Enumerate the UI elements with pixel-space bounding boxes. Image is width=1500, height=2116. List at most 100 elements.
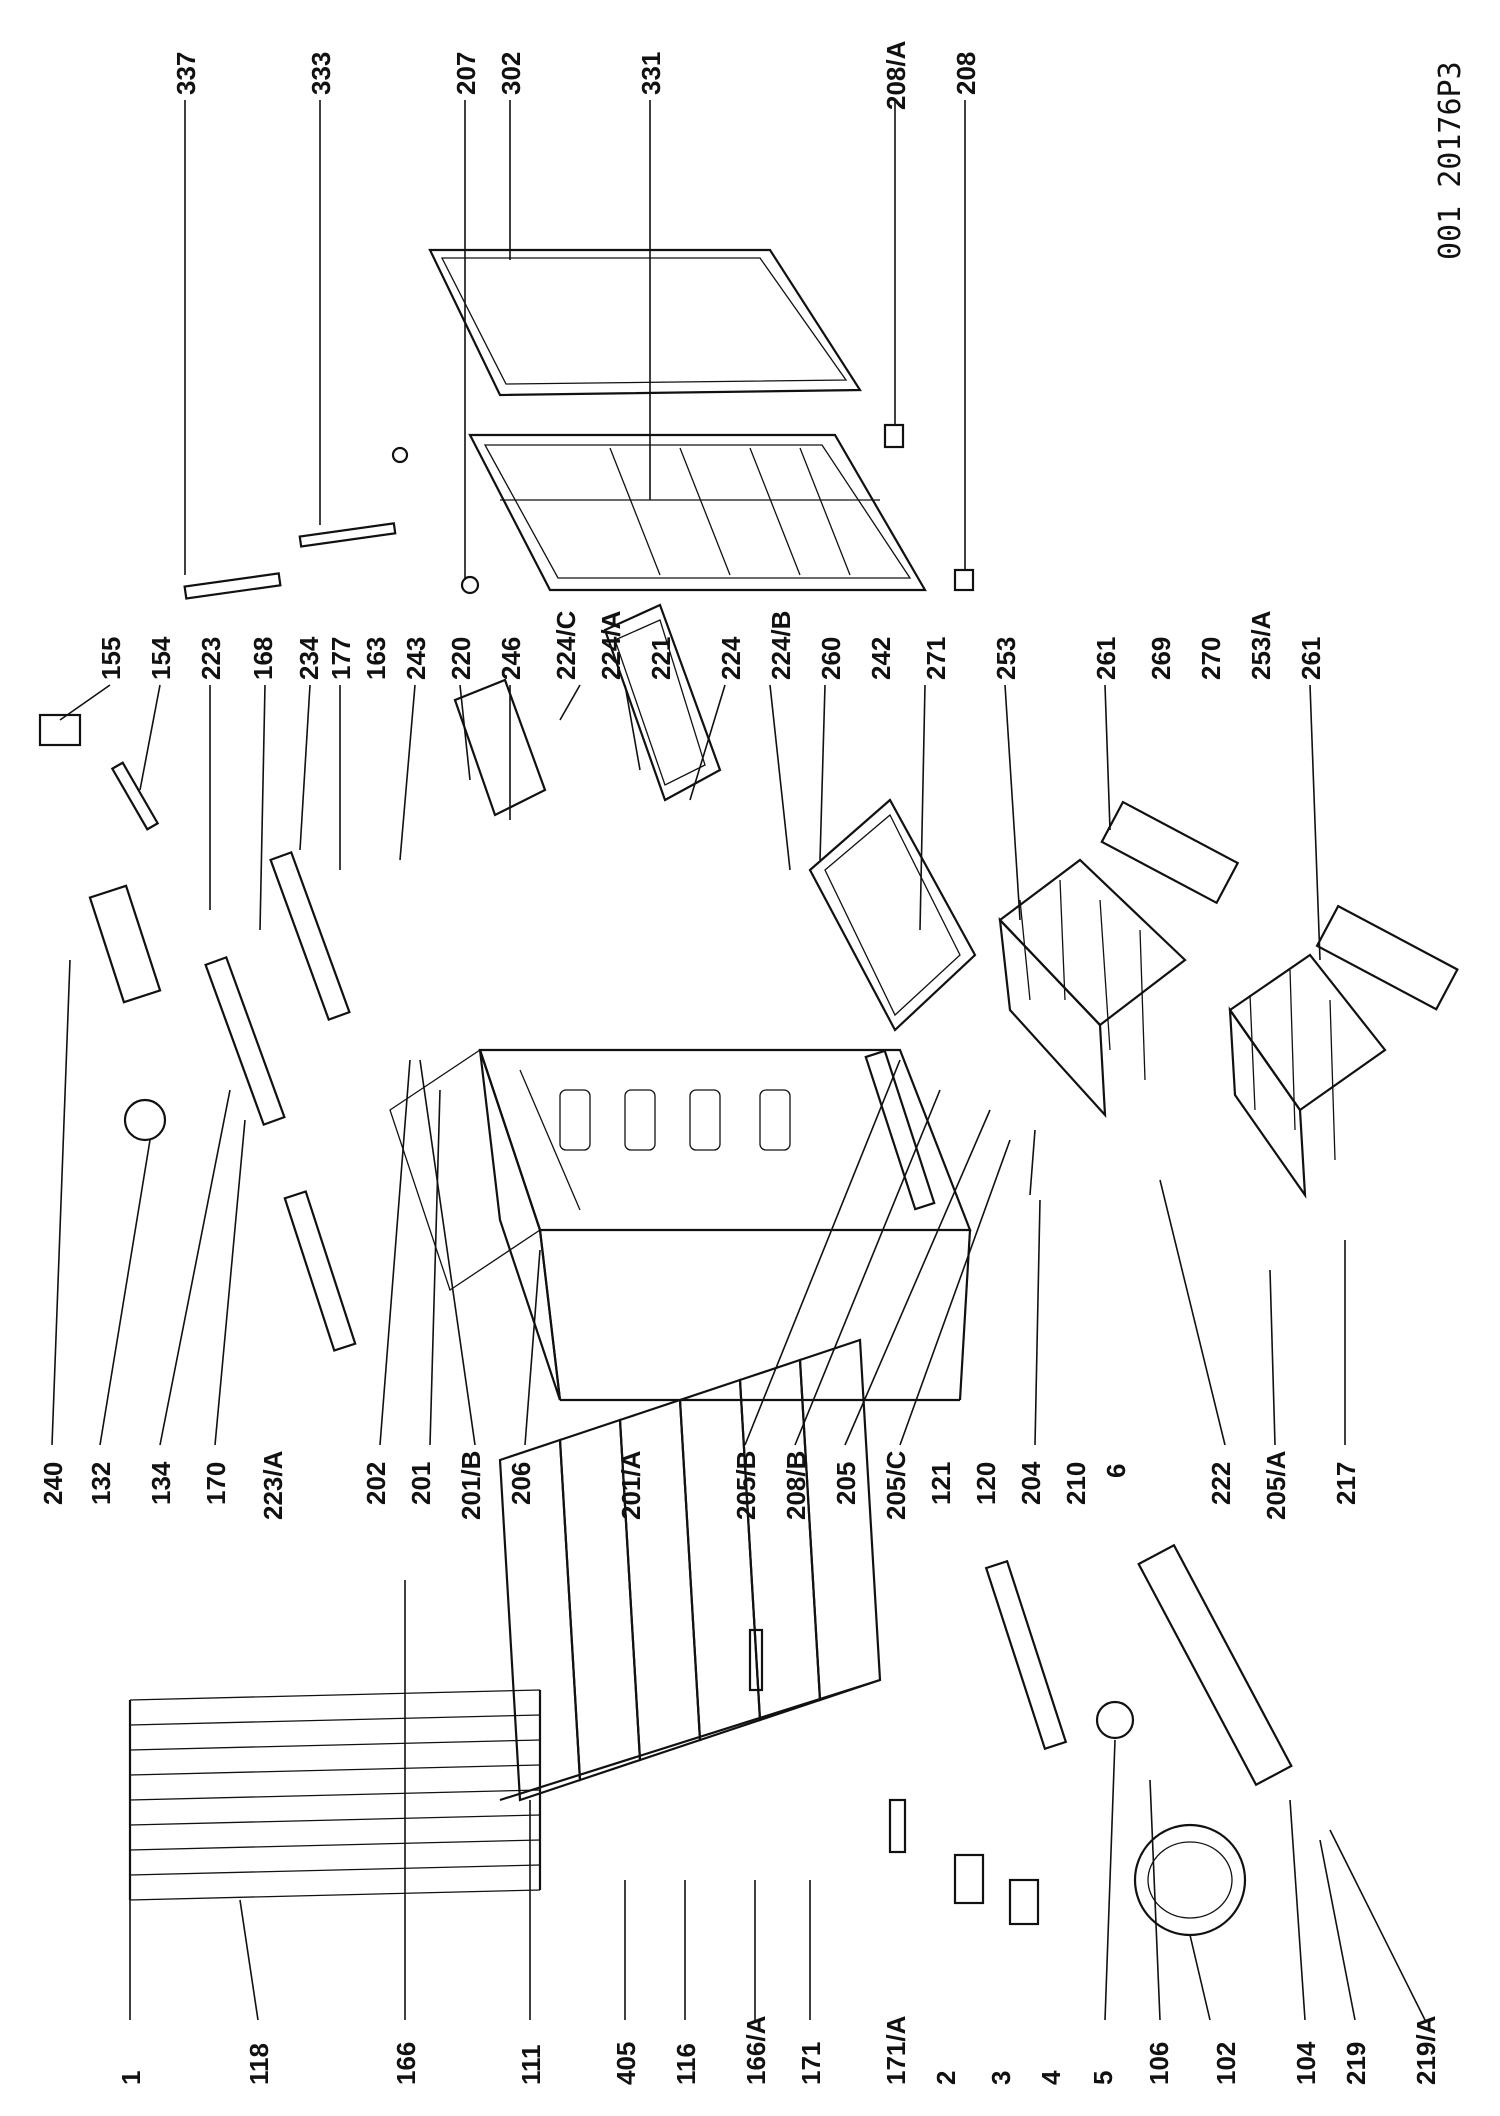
label-205-c: 205/C bbox=[881, 1450, 911, 1520]
label-6: 6 bbox=[1101, 1464, 1131, 1478]
part-154-shape bbox=[110, 761, 160, 831]
part-4-shape bbox=[1095, 1700, 1135, 1740]
compressor-102-shape bbox=[1133, 1823, 1247, 1937]
label-4: 4 bbox=[1036, 2070, 1066, 2085]
label-111: 111 bbox=[516, 2044, 546, 2085]
reference-code: 001 20176P3 bbox=[1433, 61, 1468, 260]
label-243: 243 bbox=[401, 637, 431, 680]
part-240-shape bbox=[88, 884, 162, 1004]
label-222: 222 bbox=[1206, 1462, 1236, 1505]
label-331: 331 bbox=[636, 52, 666, 95]
door-331-shape bbox=[468, 433, 927, 592]
label-102: 102 bbox=[1211, 2042, 1241, 2085]
label-202: 202 bbox=[361, 1462, 391, 1505]
cabinet-body-shape bbox=[389, 1048, 972, 1402]
label-269: 269 bbox=[1146, 637, 1176, 680]
label-219-a: 219/A bbox=[1411, 2015, 1441, 2085]
panel-246-shape bbox=[453, 678, 547, 817]
rail-223a-shape bbox=[283, 1190, 357, 1352]
label-201-b: 201/B bbox=[456, 1451, 486, 1520]
label-302: 302 bbox=[496, 52, 526, 95]
parts-drawing bbox=[38, 248, 1459, 1937]
label-337: 337 bbox=[171, 52, 201, 95]
basket-253a-shape bbox=[1228, 953, 1387, 1199]
label-104: 104 bbox=[1291, 2041, 1321, 2085]
label-171-a: 171/A bbox=[881, 2015, 911, 2085]
label-207: 207 bbox=[451, 52, 481, 95]
label-242: 242 bbox=[866, 637, 896, 680]
flap-261b-shape bbox=[1315, 904, 1459, 1011]
shelf-242-shape bbox=[808, 798, 977, 1032]
label-260: 260 bbox=[816, 637, 846, 680]
part-small-1 bbox=[391, 446, 409, 464]
label-106: 106 bbox=[1144, 2042, 1174, 2085]
label-5: 5 bbox=[1088, 2071, 1118, 2085]
label-223-a: 223/A bbox=[258, 1450, 288, 1520]
condenser-118-shape bbox=[128, 1689, 542, 1901]
label-261-b: 261 bbox=[1296, 637, 1326, 680]
label-210: 210 bbox=[1061, 1462, 1091, 1505]
basket-253-shape bbox=[998, 858, 1187, 1119]
label-168: 168 bbox=[248, 637, 278, 680]
label-405: 405 bbox=[611, 2042, 641, 2085]
label-333: 333 bbox=[306, 52, 336, 95]
part-2-shape bbox=[953, 1853, 985, 1905]
label-201: 201 bbox=[406, 1462, 436, 1505]
flap-261-shape bbox=[1100, 800, 1240, 905]
part-3-shape bbox=[1008, 1878, 1040, 1926]
part-208a-shape bbox=[883, 423, 905, 449]
label-177: 177 bbox=[326, 637, 356, 680]
label-270: 270 bbox=[1196, 637, 1226, 680]
label-261: 261 bbox=[1091, 637, 1121, 680]
rail-223-shape bbox=[269, 850, 351, 1022]
label-205-a: 205/A bbox=[1261, 1450, 1291, 1520]
label-132: 132 bbox=[86, 1462, 116, 1505]
part-171a-shape bbox=[888, 1798, 907, 1854]
tray-221-shape bbox=[603, 603, 722, 802]
label-253-a: 253/A bbox=[1246, 610, 1276, 680]
label-224-c: 224/C bbox=[551, 610, 581, 680]
label-163: 163 bbox=[361, 637, 391, 680]
door-frame-302-shape bbox=[428, 248, 862, 397]
label-219: 219 bbox=[1341, 2042, 1371, 2085]
label-253: 253 bbox=[991, 637, 1021, 680]
part-207-shape bbox=[460, 575, 480, 595]
wire-shelves-111-shape bbox=[498, 1338, 882, 1802]
label-208-a: 208/A bbox=[881, 40, 911, 110]
rail-170-shape bbox=[204, 955, 286, 1127]
label-2: 2 bbox=[931, 2071, 961, 2085]
label-217: 217 bbox=[1331, 1462, 1361, 1505]
label-121: 121 bbox=[926, 1462, 956, 1505]
label-171: 171 bbox=[796, 2042, 826, 2085]
label-205: 205 bbox=[831, 1462, 861, 1505]
rail-104-shape bbox=[1137, 1543, 1293, 1787]
part-155-shape bbox=[38, 713, 82, 747]
label-234: 234 bbox=[294, 636, 324, 680]
label-120: 120 bbox=[971, 1462, 1001, 1505]
label-155: 155 bbox=[96, 637, 126, 680]
part-210-shape bbox=[984, 1559, 1068, 1751]
label-201-a: 201/A bbox=[616, 1450, 646, 1520]
label-205-b: 205/B bbox=[731, 1451, 761, 1520]
label-221: 221 bbox=[646, 637, 676, 680]
label-116: 116 bbox=[671, 2043, 701, 2085]
label-246: 246 bbox=[496, 637, 526, 680]
label-3: 3 bbox=[986, 2071, 1016, 2085]
label-271: 271 bbox=[921, 637, 951, 680]
label-208: 208 bbox=[951, 52, 981, 95]
label-206: 206 bbox=[506, 1462, 536, 1505]
label-224: 224 bbox=[716, 636, 746, 680]
label-224-a: 224/A bbox=[596, 610, 626, 680]
label-170: 170 bbox=[201, 1462, 231, 1505]
part-208-shape bbox=[953, 568, 975, 592]
leader-lines bbox=[51, 100, 1426, 2021]
label-154: 154 bbox=[146, 636, 176, 680]
label-204: 204 bbox=[1016, 1461, 1046, 1505]
label-208-b: 208/B bbox=[781, 1451, 811, 1520]
label-224-b: 224/B bbox=[766, 611, 796, 680]
label-166: 166 bbox=[391, 2042, 421, 2085]
rail-222-shape bbox=[864, 1049, 936, 1211]
part-132-shape bbox=[123, 1098, 167, 1142]
label-118: 118 bbox=[244, 2043, 274, 2085]
handle-333-shape bbox=[298, 522, 397, 548]
